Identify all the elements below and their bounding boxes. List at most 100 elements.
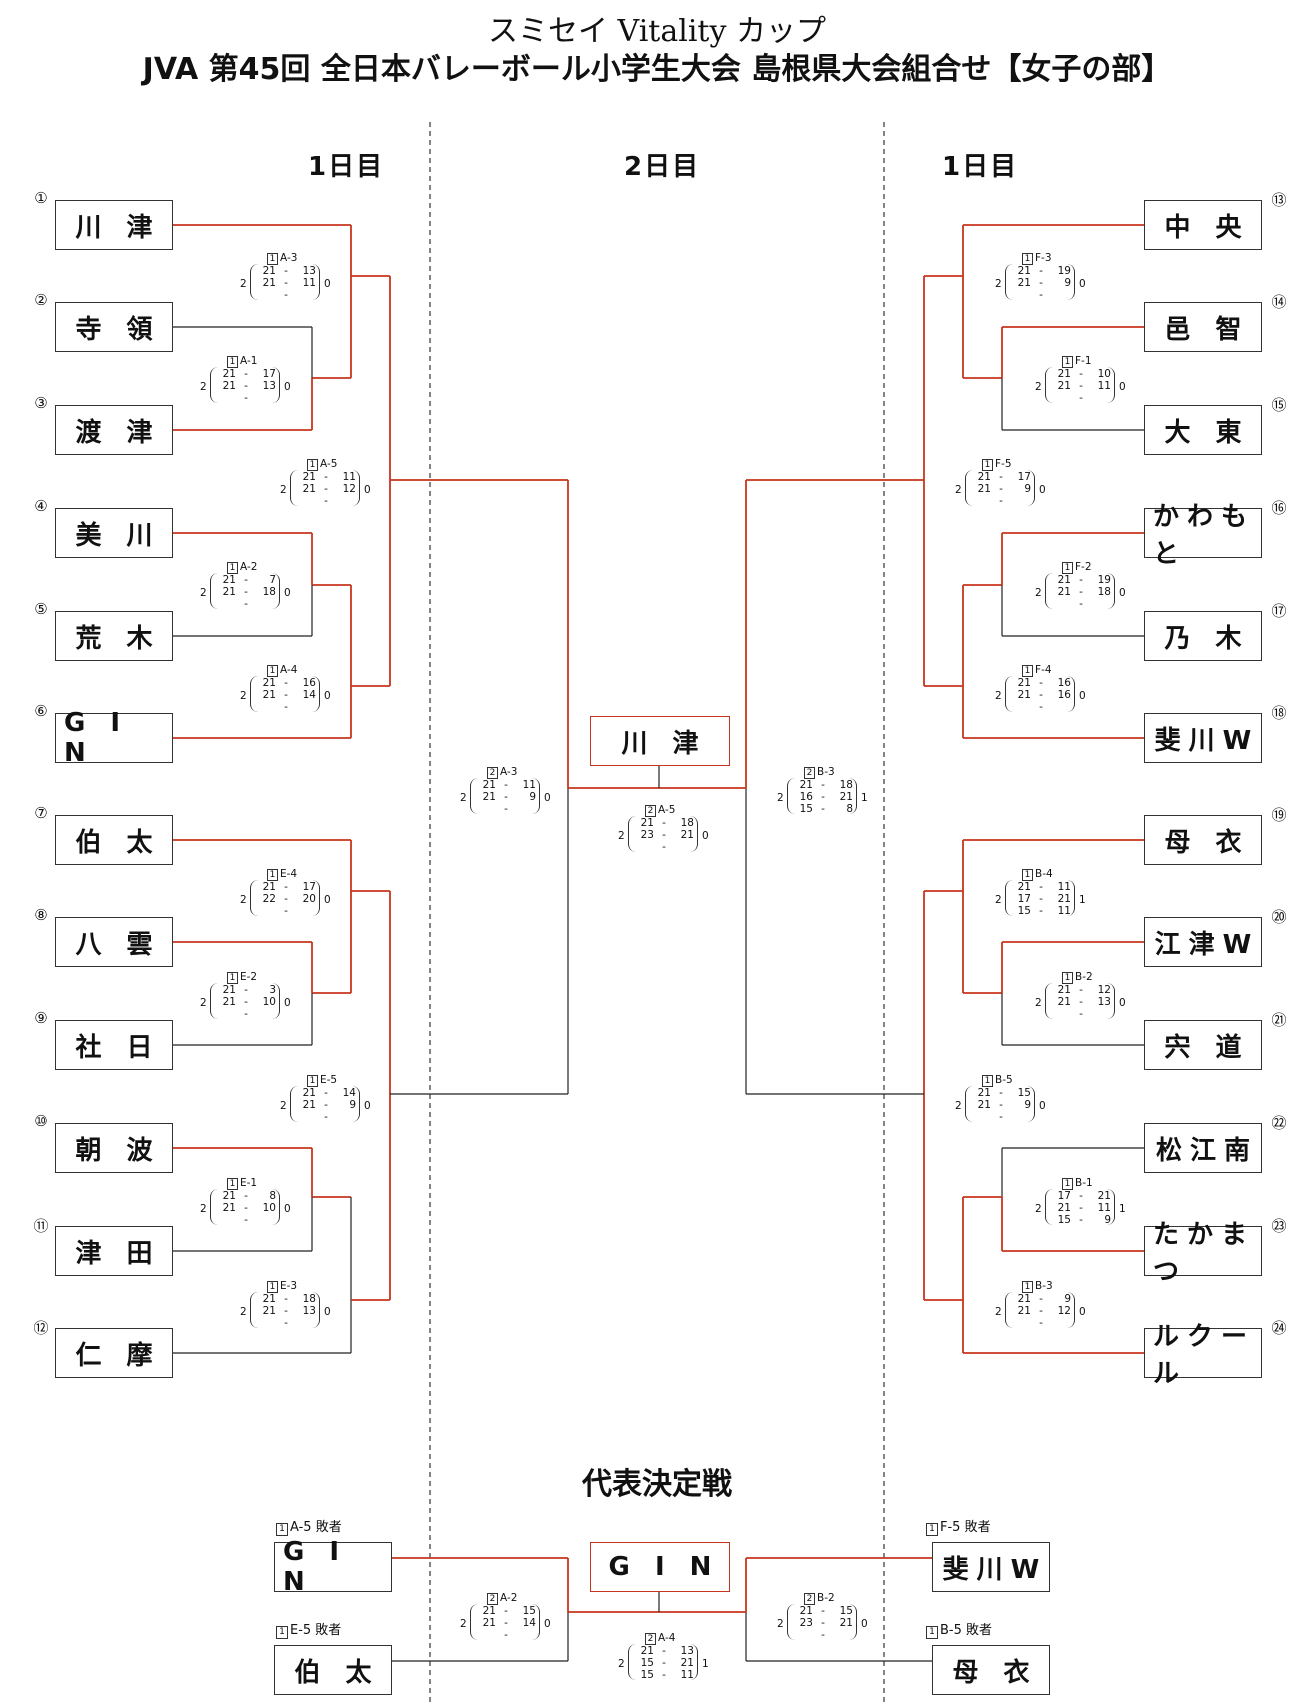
game-row: - [296,1111,356,1123]
game-score-right: 14 [522,1617,536,1629]
game-score-left: 21 [640,817,654,829]
game-dash: - [284,905,288,917]
game-score-left: 21 [1057,380,1071,392]
game-row: - [971,495,1031,507]
game-score-right: 8 [269,1190,276,1202]
game-row: - [1011,289,1071,301]
day-label-center: 2日目 [624,152,701,182]
game-row: - [216,1008,276,1020]
sets-won-left: 2 [240,1306,247,1318]
game-dash: - [244,368,248,380]
game-row: 15-11 [634,1669,694,1681]
game-row: 22-20 [256,893,316,905]
sets-won-left: 2 [280,1100,287,1112]
team-box: 中 央 [1144,200,1262,250]
game-dash: - [821,1629,825,1641]
game-dash: - [324,1111,328,1123]
game-row: 15-21 [634,1657,694,1669]
game-score-left [1011,1317,1031,1329]
game-row: - [476,1629,536,1641]
game-row: - [256,701,316,713]
day-label-right: 1日目 [942,152,1019,182]
seed-number: ② [34,291,48,309]
game-row: - [296,495,356,507]
game-score-right [256,1008,276,1020]
game-row: 21-19 [1011,265,1071,277]
game-dash: - [999,483,1003,495]
game-score-left: 21 [262,277,276,289]
champion-name: 川 津 [621,728,707,759]
game-score-right: 9 [529,791,536,803]
team-box: 乃 木 [1144,611,1262,661]
game-score-right: 17 [262,368,276,380]
game-dash: - [1079,598,1083,610]
game-score-left: 15 [1057,1214,1071,1226]
game-score-left: 15 [1017,905,1031,917]
game-score-left [256,905,276,917]
seed-number: ④ [34,497,48,515]
game-dash: - [324,471,328,483]
game-score-left: 21 [222,368,236,380]
sets-won-left: 2 [1035,381,1042,393]
rep-winner-box: G I N [590,1542,730,1592]
game-dash: - [1039,881,1043,893]
day-badge: 1 [267,665,278,677]
game-dash: - [284,277,288,289]
seed-number: ⑫ [33,1319,49,1337]
score-bracket [210,983,280,1019]
sets-won-right: 1 [702,1658,709,1670]
game-row: 17-21 [1051,1190,1111,1202]
game-score-right: 14 [302,689,316,701]
game-dash: - [244,1214,248,1226]
game-score-right: 11 [302,277,316,289]
sets-won-left: 2 [1035,1203,1042,1215]
rep-team-box: 母 衣 [932,1645,1050,1695]
day-badge: 2 [804,1593,815,1605]
game-score-right: 18 [302,1293,316,1305]
game-score-right: 21 [680,829,694,841]
game-score-right: 9 [1064,277,1071,289]
game-score-right: 13 [302,1305,316,1317]
day-badge: 1 [982,1075,993,1087]
team-name: 乃 木 [1164,623,1250,654]
team-box: 八 雲 [55,917,173,967]
team-box: 邑 智 [1144,302,1262,352]
game-row: - [216,598,276,610]
score-bracket [250,1292,320,1328]
game-score-right: 18 [839,779,853,791]
game-score-left [1011,701,1031,713]
game-score-right: 21 [839,791,853,803]
match-code: F-1 [1075,355,1092,367]
game-dash: - [284,265,288,277]
score-bracket [965,1086,1035,1122]
game-score-right [1051,1317,1071,1329]
sets-won-left: 2 [460,792,467,804]
game-score-right: 11 [522,779,536,791]
score-bracket [1045,573,1115,609]
game-row: 21-11 [1051,380,1111,392]
game-score-left [476,1629,496,1641]
game-score-left [216,598,236,610]
match-code: A-2 [500,1592,518,1604]
game-score-right: 9 [1024,483,1031,495]
game-dash: - [662,1657,666,1669]
score-bracket [470,1604,540,1640]
game-score-right: 19 [1057,265,1071,277]
day-badge: 1 [1022,869,1033,881]
sets-won-right: 0 [861,1618,868,1630]
sets-won-left: 2 [200,587,207,599]
game-dash: - [1039,289,1043,301]
game-dash: - [1039,1317,1043,1329]
game-dash: - [1079,380,1083,392]
game-score-right [674,841,694,853]
